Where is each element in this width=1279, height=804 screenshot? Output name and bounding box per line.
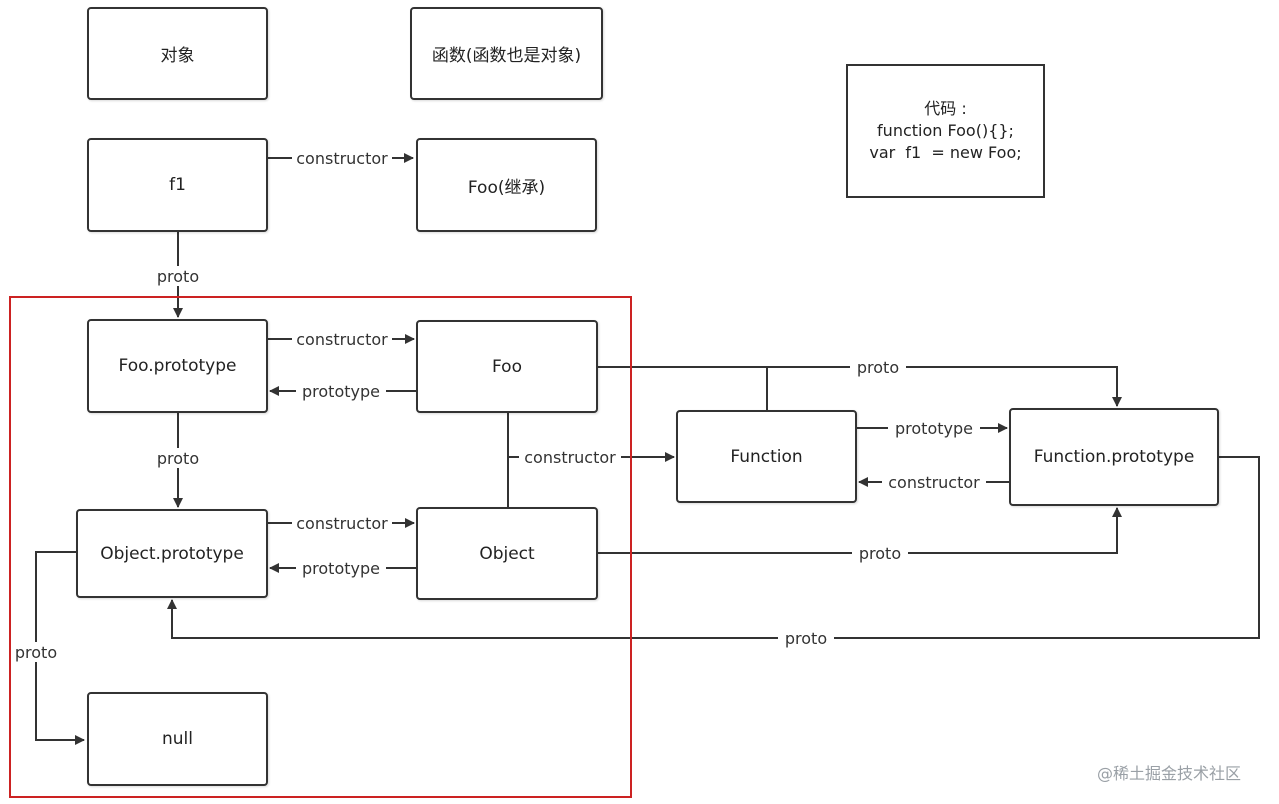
label-constructor-5: constructor [888, 473, 980, 492]
label-prototype-1: prototype [302, 382, 380, 401]
label-proto-5: proto [859, 544, 901, 563]
node-foo-inherit-label: Foo(继承) [467, 177, 546, 198]
watermark: @稀土掘金技术社区 [1097, 764, 1242, 783]
label-proto-1: proto [157, 267, 199, 286]
node-object-label: Object [479, 543, 535, 564]
node-f1: f1 [87, 138, 268, 232]
node-foo-prototype: Foo.prototype [87, 319, 268, 413]
code-box: 代码 : function Foo(){}; var f1 = new Foo; [846, 64, 1045, 198]
label-proto-3: proto [15, 643, 57, 662]
label-constructor-2: constructor [296, 330, 388, 349]
node-foo: Foo [416, 320, 598, 413]
node-foo-label: Foo [492, 356, 522, 377]
legend-function-label: 函数(函数也是对象) [431, 46, 582, 66]
node-function-prototype: Function.prototype [1009, 408, 1219, 506]
node-foo-prototype-label: Foo.prototype [118, 356, 237, 376]
code-line-3: var f1 = new Foo; [869, 143, 1022, 162]
label-constructor-4: constructor [524, 448, 616, 467]
node-function-prototype-label: Function.prototype [1033, 447, 1195, 467]
node-function-label: Function [730, 446, 803, 467]
label-prototype-2: prototype [302, 559, 380, 578]
node-object: Object [416, 507, 598, 600]
node-function: Function [676, 410, 857, 503]
edge-object-proto [598, 507, 1122, 554]
edge-labels: constructor proto constructor prototype … [8, 148, 986, 662]
node-null-label: null [162, 729, 193, 749]
edge-foo-proto [598, 366, 1122, 407]
node-object-prototype-label: Object.prototype [100, 543, 244, 564]
label-proto-4: proto [857, 358, 899, 377]
label-proto-6: proto [785, 629, 827, 648]
label-constructor-1: constructor [296, 149, 388, 168]
node-f1-label: f1 [169, 175, 186, 195]
node-null: null [87, 692, 268, 786]
edge-functionproto-proto [167, 456, 1260, 639]
legend-object-label: 对象 [160, 46, 195, 66]
label-proto-2: proto [157, 449, 199, 468]
label-constructor-3: constructor [296, 514, 388, 533]
node-foo-inherit: Foo(继承) [416, 138, 597, 232]
code-line-1: 代码 : [924, 99, 967, 118]
legend-function-box: 函数(函数也是对象) [410, 7, 603, 100]
node-object-prototype: Object.prototype [76, 509, 268, 598]
label-prototype-3: prototype [895, 419, 973, 438]
code-line-2: function Foo(){}; [877, 121, 1014, 140]
legend-object-box: 对象 [87, 7, 268, 100]
